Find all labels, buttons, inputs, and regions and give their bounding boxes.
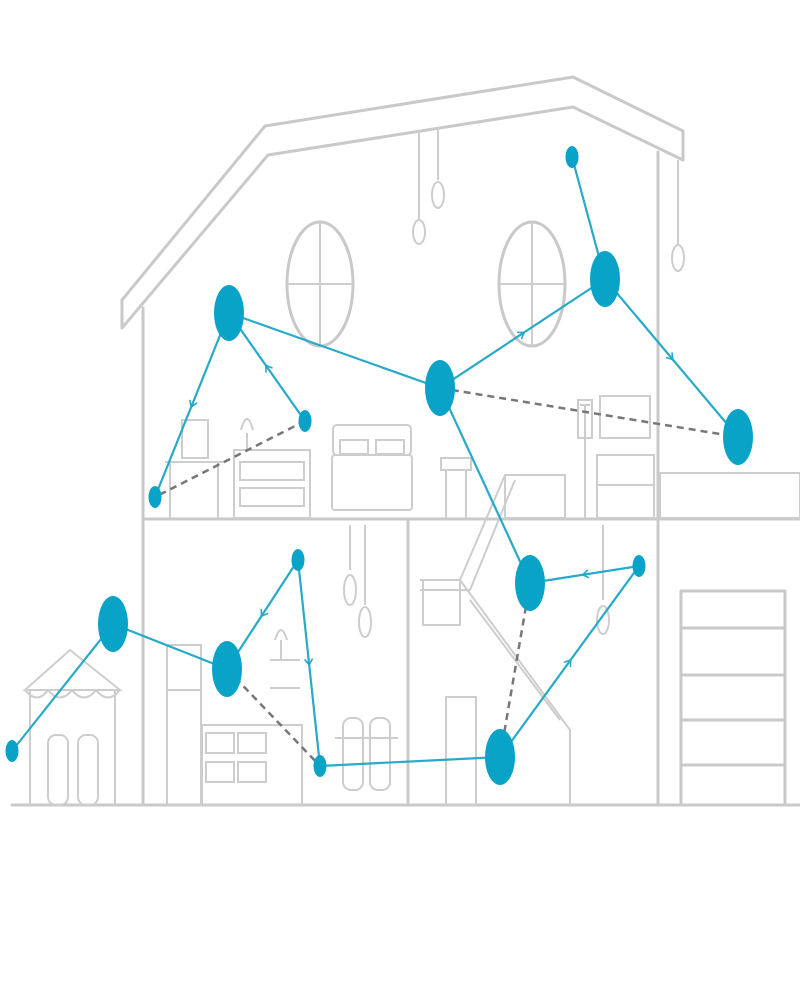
- gazebo: [22, 648, 123, 806]
- link-K-J: [319, 755, 501, 768]
- dashed-link-F-G: [154, 419, 306, 499]
- roof-inner: [120, 105, 685, 330]
- network-nodes: [5, 146, 753, 785]
- router-node-A: [214, 285, 244, 341]
- link-N-M: [226, 559, 299, 670]
- dashed-link-H-J: [498, 582, 532, 758]
- link-B-C: [439, 278, 606, 389]
- dashed-link-B-D: [439, 386, 739, 439]
- router-node-C: [590, 251, 620, 307]
- link-M-L: [112, 622, 228, 671]
- network-links: [11, 156, 739, 768]
- link-C-D: [604, 278, 739, 438]
- door: [445, 696, 477, 806]
- roof-outer: [120, 75, 685, 302]
- link-N-K: [296, 559, 322, 767]
- link-I-H: [529, 564, 640, 585]
- arrow-icon: [516, 331, 526, 340]
- arrow-icon: [581, 569, 590, 579]
- router-node-L: [98, 596, 128, 652]
- router-node-J: [485, 729, 515, 785]
- dashed-link-M-K: [226, 668, 321, 767]
- arrow-icon: [303, 658, 314, 667]
- nightstand: [440, 457, 472, 518]
- router-node-B: [425, 360, 455, 416]
- arrow-icon: [665, 352, 674, 361]
- round-window-left: [285, 220, 355, 348]
- staircase: [420, 474, 571, 805]
- device-node-E: [565, 146, 579, 168]
- link-A-B: [228, 311, 441, 390]
- device-node-G: [148, 486, 162, 508]
- bed: [331, 424, 413, 511]
- link-L-O: [11, 623, 114, 752]
- link-F-A: [228, 312, 306, 422]
- device-node-O: [5, 740, 19, 762]
- garage-door: [679, 589, 787, 807]
- dresser: [233, 418, 311, 519]
- arrow-icon: [188, 399, 198, 409]
- router-node-H: [515, 555, 545, 611]
- router-node-D: [723, 409, 753, 465]
- arrow-icon: [563, 658, 572, 668]
- router-node-M: [212, 641, 242, 697]
- device-node-K: [313, 755, 327, 777]
- dining-chairs: [335, 717, 398, 791]
- railing: [504, 472, 800, 519]
- arrow-icon: [265, 364, 273, 373]
- device-node-I: [632, 555, 646, 577]
- arrow-icon: [260, 608, 269, 618]
- link-A-G: [153, 312, 231, 498]
- pendant-lamps: [343, 128, 685, 638]
- device-node-F: [298, 410, 312, 432]
- link-B-H: [439, 387, 531, 584]
- desk: [165, 419, 225, 518]
- house-outline: [10, 75, 800, 807]
- tv-stand: [577, 395, 655, 519]
- round-window-right: [497, 220, 567, 348]
- link-J-I: [499, 565, 640, 758]
- device-node-N: [291, 549, 305, 571]
- kitchen: [166, 629, 303, 806]
